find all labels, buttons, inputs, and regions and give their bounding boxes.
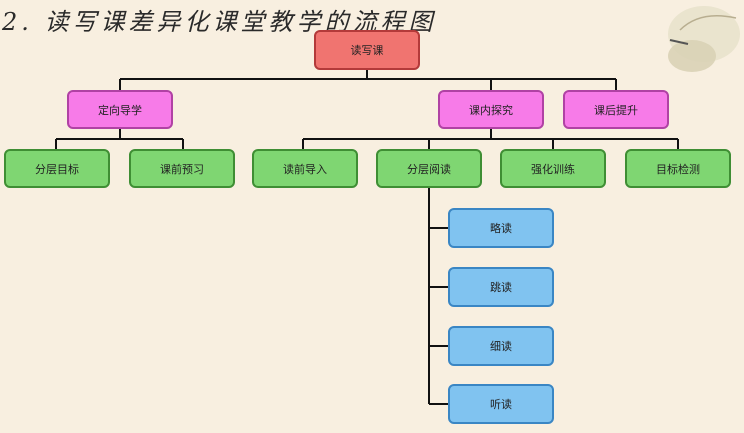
node-skim: 略读 xyxy=(448,208,554,248)
butterfly-icon xyxy=(668,6,740,72)
node-pre-reading-intro: 读前导入 xyxy=(252,149,358,188)
node-guided-learning: 定向导学 xyxy=(67,90,173,129)
node-detailed-reading: 细读 xyxy=(448,326,554,366)
node-intensive-training: 强化训练 xyxy=(500,149,606,188)
node-layered-goals: 分层目标 xyxy=(4,149,110,188)
node-preview: 课前预习 xyxy=(129,149,235,188)
node-listen-read: 听读 xyxy=(448,384,554,424)
node-root: 读写课 xyxy=(314,30,420,70)
node-layered-reading: 分层阅读 xyxy=(376,149,482,188)
node-after-class: 课后提升 xyxy=(563,90,669,129)
node-goal-check: 目标检测 xyxy=(625,149,731,188)
node-scan: 跳读 xyxy=(448,267,554,307)
node-in-class-inquiry: 课内探究 xyxy=(438,90,544,129)
